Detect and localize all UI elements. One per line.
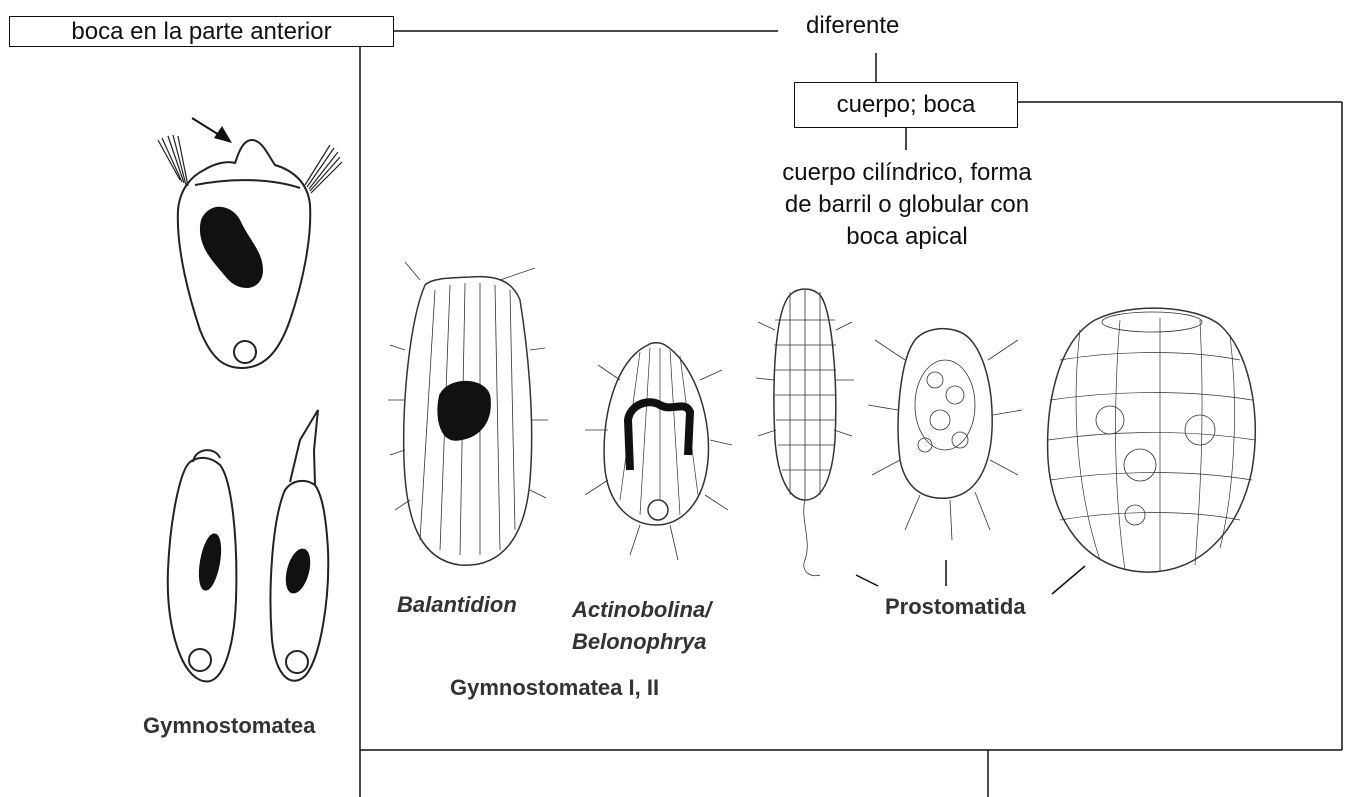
organism-tail bbox=[804, 500, 820, 576]
organism-balantidion bbox=[388, 262, 548, 565]
organism-prostomatida-3 bbox=[1048, 308, 1256, 572]
organism-nucleus bbox=[283, 547, 314, 595]
description-line-3: boca apical bbox=[737, 221, 1077, 253]
organism-cilia-left bbox=[158, 135, 188, 186]
organism-nucleus bbox=[438, 382, 490, 440]
label-diferente: diferente bbox=[806, 12, 899, 40]
caption-actinobolina: Actinobolina/ Belonophrya bbox=[572, 594, 711, 658]
organism-macronucleus bbox=[628, 402, 690, 470]
left-organism-3 bbox=[271, 410, 329, 681]
organism-cap bbox=[193, 450, 220, 462]
leader-prostomatida-3 bbox=[1052, 566, 1085, 594]
description-line-1: cuerpo cilíndrico, forma bbox=[737, 157, 1077, 189]
box-boca-anterior: boca en la parte anterior bbox=[9, 16, 394, 47]
organism-prostomatida-2 bbox=[868, 329, 1022, 540]
caption-gymnostomatea-i-ii: Gymnostomatea I, II bbox=[450, 675, 659, 701]
leader-prostomatida-1 bbox=[856, 575, 878, 586]
caption-prostomatida: Prostomatida bbox=[885, 594, 1026, 620]
left-organism-1 bbox=[158, 135, 342, 368]
organism-vacuole bbox=[286, 651, 308, 673]
description-block: cuerpo cilíndrico, forma de barril o glo… bbox=[737, 157, 1077, 253]
organism-pattern bbox=[774, 290, 836, 500]
organism-body bbox=[898, 329, 992, 499]
caption-actinobolina-line-2: Belonophrya bbox=[572, 626, 711, 658]
organism-nucleus bbox=[196, 533, 223, 591]
box-boca-anterior-label: boca en la parte anterior bbox=[71, 18, 331, 46]
caption-actinobolina-line-1: Actinobolina/ bbox=[572, 594, 711, 626]
caption-gymnostomatea: Gymnostomatea bbox=[143, 713, 315, 739]
caption-balantidion: Balantidion bbox=[397, 592, 517, 618]
organism-proboscis bbox=[290, 410, 318, 485]
organism-vacuole bbox=[648, 500, 668, 520]
organism-cilia bbox=[585, 365, 732, 560]
organism-vacuole bbox=[189, 649, 211, 671]
organism-prostomatida-1 bbox=[756, 289, 854, 576]
organism-cilia-right bbox=[305, 145, 342, 193]
organism-vacuole bbox=[234, 341, 256, 363]
arrow-icon bbox=[192, 118, 232, 143]
description-line-2: de barril o globular con bbox=[737, 189, 1077, 221]
left-organism-2 bbox=[168, 450, 237, 681]
box-cuerpo-boca: cuerpo; boca bbox=[794, 82, 1018, 128]
organism-body bbox=[1048, 308, 1256, 572]
organism-cilia bbox=[868, 340, 1022, 540]
organism-cytostome bbox=[1102, 312, 1202, 332]
organism-inner bbox=[915, 360, 975, 450]
organism-ridge bbox=[195, 180, 300, 188]
organism-nucleus bbox=[201, 208, 262, 287]
organism-actinobolina bbox=[585, 343, 732, 560]
box-cuerpo-boca-label: cuerpo; boca bbox=[837, 91, 976, 119]
